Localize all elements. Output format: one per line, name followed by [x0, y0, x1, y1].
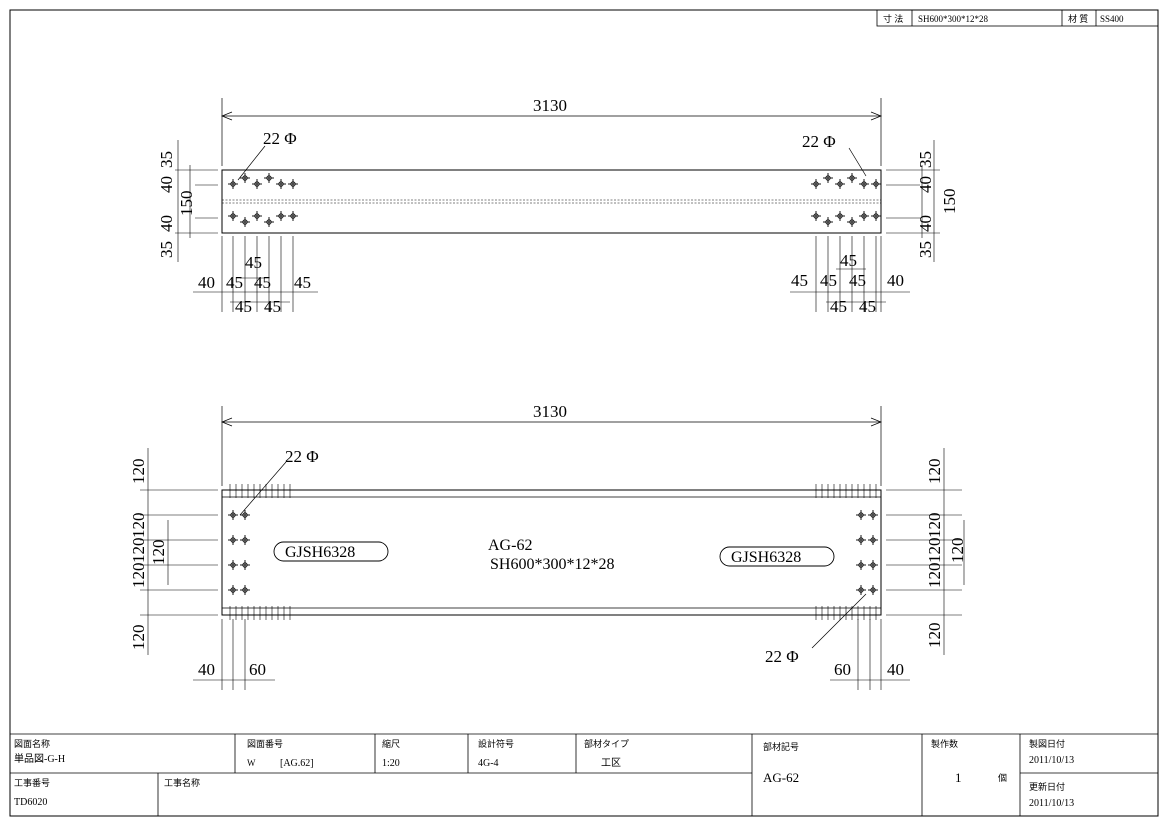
top-right-dim-4: 40	[916, 215, 935, 232]
side-right-dim-4: 120	[925, 563, 944, 589]
side-left-inner-dim: 120	[149, 540, 168, 566]
flange-ticks	[229, 484, 877, 620]
top-left-pitch-4: 45	[294, 273, 311, 292]
top-beam-outline	[221, 169, 882, 234]
side-left-dim-2: 120	[129, 513, 148, 539]
top-left-dim-2: 40	[157, 176, 176, 193]
quantity-label: 製作数	[931, 738, 958, 749]
scale-label: 縮尺	[382, 738, 400, 749]
project-no-label: 工事番号	[14, 777, 50, 788]
top-left-pitch-b1: 45	[235, 297, 252, 316]
side-left-bottom-dim-1: 40	[198, 660, 215, 679]
member-mark: AG-62	[763, 770, 799, 785]
top-left-pitch-top: 45	[245, 253, 262, 272]
side-view: 3130	[129, 402, 967, 690]
drawing-name-label: 図面名称	[14, 738, 50, 749]
side-hole-label-right: 22 Φ	[765, 647, 799, 666]
side-beam-outline	[221, 489, 882, 616]
drawing-name: 単品図-G-H	[14, 752, 65, 765]
top-right-dim-3: 150	[940, 189, 959, 215]
top-right-dim-5: 35	[916, 241, 935, 258]
quantity-unit: 個	[998, 772, 1007, 783]
drawing-no-label: 図面番号	[247, 738, 283, 749]
side-right-dim-2: 120	[925, 513, 944, 539]
top-left-dim-4: 40	[157, 215, 176, 232]
top-left-pitch-3: 45	[254, 273, 271, 292]
side-holes-right	[855, 509, 879, 596]
top-hole-label-right: 22 Φ	[802, 132, 836, 151]
design-code-label: 設計符号	[478, 738, 514, 749]
top-right-pitch-3: 45	[849, 271, 866, 290]
drawing-no-prefix: W	[247, 758, 256, 768]
title-block: 図面名称 単品図-G-H 図面番号 W [AG.62] 縮尺 1:20 設計符号…	[10, 733, 1158, 816]
updated-date: 2011/10/13	[1029, 798, 1074, 809]
size-value: SH600*300*12*28	[918, 14, 989, 24]
side-hole-label-left: 22 Φ	[285, 447, 319, 466]
mark-left: GJSH6328	[285, 544, 355, 561]
top-right-pitch-top: 45	[840, 251, 857, 270]
top-right-pitch-2: 45	[820, 271, 837, 290]
top-right-pitch-1: 45	[791, 271, 808, 290]
top-left-pitch-2: 45	[226, 273, 243, 292]
side-left-dim-1: 120	[129, 459, 148, 485]
top-left-pitch-1: 40	[198, 273, 215, 292]
top-left-pitch-b2: 45	[264, 297, 281, 316]
material-label: 材 質	[1068, 13, 1088, 24]
side-right-dim-1: 120	[925, 459, 944, 485]
side-left-bottom-dim-2: 60	[249, 660, 266, 679]
design-code: 4G-4	[478, 758, 499, 769]
side-right-bottom-dim-1: 60	[834, 660, 851, 679]
quantity: 1	[955, 770, 962, 785]
drawn-date: 2011/10/13	[1029, 755, 1074, 766]
side-left-dim-5: 120	[129, 625, 148, 651]
top-right-pitch-b1: 45	[830, 297, 847, 316]
side-overall-length: 3130	[533, 402, 567, 421]
member-type: 工区	[601, 757, 621, 769]
center-mark: AG-62	[488, 537, 532, 554]
top-right-pitch-4: 40	[887, 271, 904, 290]
member-mark-label: 部材記号	[763, 741, 799, 752]
top-right-dim-2: 40	[916, 176, 935, 193]
drawn-date-label: 製図日付	[1029, 738, 1065, 749]
top-left-dim-5: 35	[157, 241, 176, 258]
project-name-label: 工事名称	[164, 777, 200, 788]
top-holes-left	[227, 172, 299, 228]
top-left-dim-3: 150	[177, 191, 196, 217]
mark-box-left	[273, 541, 389, 562]
center-size: SH600*300*12*28	[490, 556, 614, 573]
top-overall-length: 3130	[533, 96, 567, 115]
side-right-dim-3: 120	[925, 538, 944, 564]
mark-right: GJSH6328	[731, 549, 801, 566]
header-box: 寸 法 SH600*300*12*28 材 質 SS400	[876, 9, 1159, 27]
side-right-inner-dim: 120	[948, 538, 967, 564]
project-no: TD6020	[14, 797, 47, 808]
top-hole-label-left: 22 Φ	[263, 129, 297, 148]
mark-box-right	[719, 546, 835, 567]
updated-date-label: 更新日付	[1029, 781, 1065, 792]
side-right-bottom-dim-2: 40	[887, 660, 904, 679]
drawing-no: [AG.62]	[280, 758, 314, 769]
side-left-dim-3: 120	[129, 538, 148, 564]
top-left-dim-1: 35	[157, 151, 176, 168]
size-label: 寸 法	[883, 13, 903, 24]
sheet-border	[9, 9, 1159, 817]
top-right-pitch-b2: 45	[859, 297, 876, 316]
top-view: 3130 22 Φ 22 Φ	[157, 96, 959, 316]
side-right-dim-5: 120	[925, 623, 944, 649]
member-type-label: 部材タイプ	[584, 738, 629, 749]
top-right-dim-1: 35	[916, 151, 935, 168]
side-holes-left	[227, 509, 251, 596]
side-left-dim-4: 120	[129, 563, 148, 589]
material-value: SS400	[1100, 14, 1124, 24]
scale: 1:20	[382, 758, 400, 769]
